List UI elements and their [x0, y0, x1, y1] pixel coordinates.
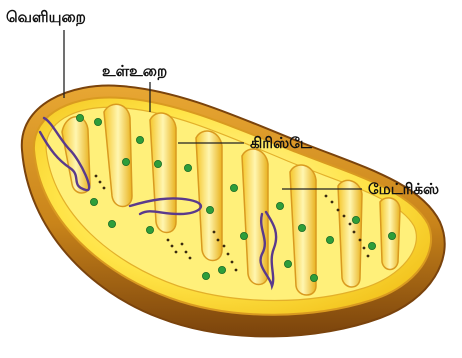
matrix-label: மேட்ரிக்ஸ்: [368, 180, 439, 198]
inner-membrane-label: உள்உறை: [102, 62, 167, 80]
outer-membrane-label: வெளியுறை: [6, 8, 86, 26]
cristae-label: கிரிஸ்டே: [250, 134, 312, 152]
